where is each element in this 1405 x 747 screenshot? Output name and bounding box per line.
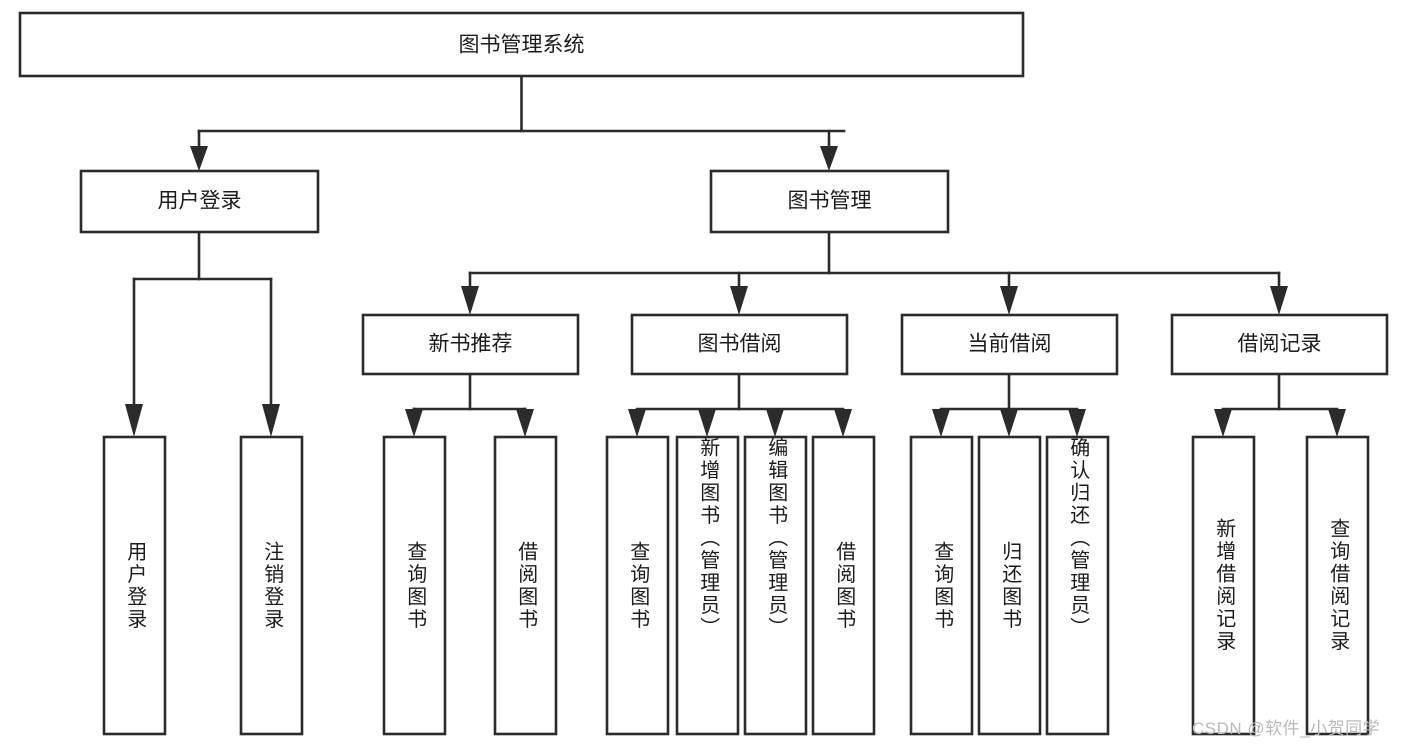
- arrow-head-to-current-borrow: [1000, 286, 1018, 315]
- connector-group-user-login: [125, 230, 280, 437]
- leaf-box-user-login-2[interactable]: [239, 435, 304, 736]
- arrow-head-borrowbook-leaf-3: [766, 409, 784, 437]
- leaf-box-new-book-1[interactable]: [382, 435, 447, 736]
- leaf-box-current-borrow-3[interactable]: [1045, 435, 1110, 736]
- arrow-head-borrowrecord-leaf-1: [1214, 409, 1232, 437]
- node-root[interactable]: 图书管理系统: [18, 11, 1025, 78]
- node-book-borrow-label: 图书借阅: [698, 333, 782, 356]
- leaf-box-user-login-1[interactable]: [102, 435, 167, 736]
- arrow-head-user-leaf-1: [125, 404, 143, 437]
- connector-group-borrow-record: [1214, 372, 1346, 437]
- node-root-box[interactable]: [18, 11, 1025, 78]
- node-book-manage-box[interactable]: [709, 169, 950, 234]
- node-new-book-recommend-box[interactable]: [361, 313, 580, 376]
- arrow-head-currentborrow-leaf-1: [932, 409, 950, 437]
- node-user-login[interactable]: 用户登录: [79, 169, 320, 234]
- arrow-head-borrowbook-leaf-1: [628, 409, 646, 437]
- connector-group-current-borrow: [932, 372, 1086, 437]
- node-current-borrow[interactable]: 当前借阅: [900, 313, 1119, 376]
- arrow-head-borrowbook-leaf-2: [698, 409, 716, 437]
- node-book-manage-label: 图书管理: [788, 190, 872, 213]
- node-borrow-record-box[interactable]: [1170, 313, 1389, 376]
- arrow-head-to-book-manage: [820, 146, 838, 171]
- leaf-box-new-book-2[interactable]: [493, 435, 558, 736]
- connector-group-book-manage: [461, 230, 1288, 315]
- node-user-login-box[interactable]: [79, 169, 320, 234]
- leaf-box-borrow-record-1[interactable]: [1191, 435, 1256, 736]
- leaf-box-book-borrow-4[interactable]: [811, 435, 876, 736]
- leaf-box-current-borrow-2[interactable]: [977, 435, 1042, 736]
- leaf-box-book-borrow-1[interactable]: [605, 435, 670, 736]
- node-book-borrow[interactable]: 图书借阅: [630, 313, 849, 376]
- node-root-label: 图书管理系统: [459, 34, 585, 57]
- node-user-login-label: 用户登录: [158, 190, 242, 213]
- arrow-head-currentborrow-leaf-3: [1068, 409, 1086, 437]
- leaf-box-borrow-record-2[interactable]: [1305, 435, 1370, 736]
- connector-group-new-book: [405, 372, 534, 437]
- node-current-borrow-label: 当前借阅: [968, 333, 1052, 356]
- node-current-borrow-box[interactable]: [900, 313, 1119, 376]
- arrow-head-borrowbook-leaf-4: [834, 409, 852, 437]
- node-borrow-record-label: 借阅记录: [1238, 333, 1322, 356]
- arrow-head-currentborrow-leaf-2: [1000, 409, 1018, 437]
- node-new-book-recommend-label: 新书推荐: [429, 333, 513, 356]
- node-borrow-record[interactable]: 借阅记录: [1170, 313, 1389, 376]
- arrow-head-newbook-leaf-1: [405, 409, 423, 437]
- leaf-box-current-borrow-1[interactable]: [909, 435, 974, 736]
- arrow-head-to-new-book: [461, 286, 479, 315]
- connector-group-borrow-book: [628, 372, 852, 437]
- connector-group-root: [190, 74, 846, 171]
- arrow-head-to-borrow-record: [1270, 286, 1288, 315]
- arrow-head-user-leaf-2: [262, 404, 280, 437]
- node-book-manage[interactable]: 图书管理: [709, 169, 950, 234]
- watermark-text: CSDN @软件_小贺同学: [1192, 719, 1381, 738]
- arrow-head-to-borrow-book: [730, 286, 748, 315]
- arrow-head-to-user-login: [190, 146, 208, 171]
- node-book-borrow-box[interactable]: [630, 313, 849, 376]
- arrow-head-borrowrecord-leaf-2: [1328, 409, 1346, 437]
- leaf-box-book-borrow-2[interactable]: [675, 435, 740, 736]
- node-new-book-recommend[interactable]: 新书推荐: [361, 313, 580, 376]
- leaf-box-book-borrow-3[interactable]: [743, 435, 808, 736]
- arrow-head-newbook-leaf-2: [516, 409, 534, 437]
